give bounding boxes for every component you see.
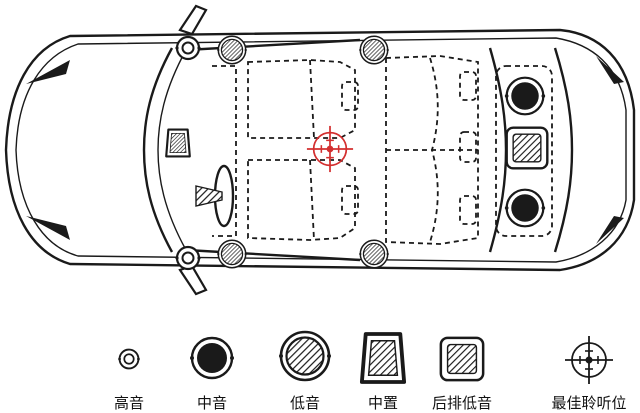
- legend-label-midrange: 中音: [196, 394, 228, 412]
- woofer-icon: [216, 239, 248, 269]
- rear-subwoofer-icon: [439, 336, 485, 382]
- legend-label-woofer: 低音: [289, 394, 321, 412]
- woofer-icon: [216, 35, 248, 65]
- woofer-icon: [358, 35, 390, 65]
- legend-label-sweet-spot: 最佳聆听位: [551, 394, 627, 412]
- woofer-icon: [358, 239, 390, 269]
- legend: [117, 330, 614, 385]
- crosshair-icon: [564, 335, 614, 385]
- rear-subwoofer-icon: [505, 126, 549, 170]
- legend-label-tweeter: 高音: [113, 394, 145, 412]
- steering-wheel: [195, 164, 235, 228]
- midrange-icon: [503, 76, 547, 116]
- tweeter-icon: [117, 348, 141, 370]
- tweeter-icon: [174, 35, 202, 61]
- interior-seats: [212, 55, 553, 245]
- center-speaker-icon: [164, 127, 192, 159]
- woofer-icon: [277, 330, 333, 382]
- side-mirrors: [178, 4, 208, 296]
- legend-label-center: 中置: [367, 394, 399, 412]
- midrange-icon: [503, 188, 547, 228]
- tweeter-icon: [174, 245, 202, 271]
- legend-label-rear-subwoofer: 后排低音: [431, 394, 493, 412]
- center-speaker-icon: [359, 332, 407, 384]
- headlights: [26, 56, 624, 244]
- midrange-icon: [188, 336, 236, 380]
